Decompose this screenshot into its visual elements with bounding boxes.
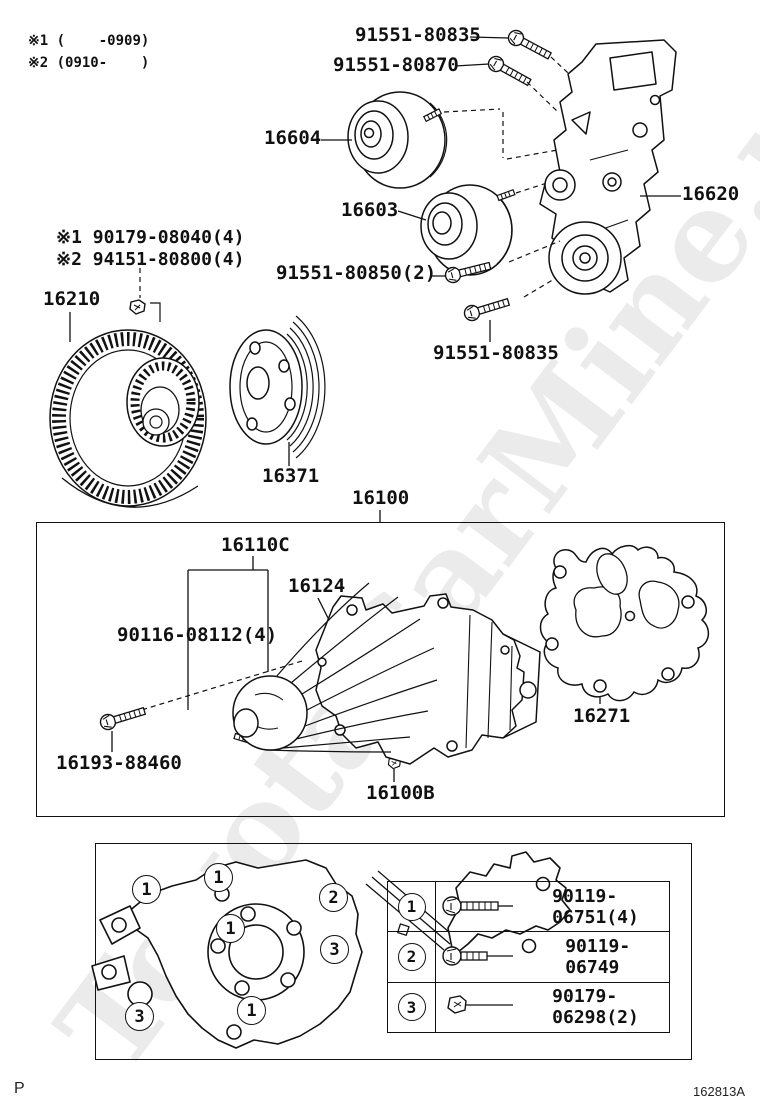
callout-2: 2 (319, 883, 348, 912)
bolt-short-icon (442, 946, 513, 966)
legend-num-1: 1 (397, 892, 426, 921)
legend-part-90179-06298: 90179-06298(2) (552, 986, 639, 1029)
part-label-16100B: 16100B (366, 782, 435, 804)
legend-row-2: 2 90119-06749 (388, 932, 669, 983)
fan-clutch-16210-drawing (49, 312, 207, 508)
flange-nut-icon (447, 995, 513, 1014)
legend-icons (442, 896, 513, 1014)
legend-row-3: 3 90179-06298(2) (388, 982, 669, 1032)
part-label-90116-08112: 90116-08112(4) (117, 624, 278, 646)
part-label-16100: 16100 (352, 487, 410, 509)
callout-3a: 3 (320, 935, 349, 964)
part-label-91551-80835-top: 91551-80835 (355, 24, 481, 46)
legend-part-90119-06749: 90119-06749 (565, 935, 631, 978)
bolt-91551-80850 (430, 240, 561, 285)
bolt-long-icon (442, 896, 513, 916)
part-label-91551-80870: 91551-80870 (333, 54, 459, 76)
part-label-16193-88460: 16193-88460 (56, 752, 182, 774)
part-label-91551-80850: 91551-80850(2) (276, 262, 437, 284)
part-label-94151-80800: ※2 94151-80800(4) (56, 249, 245, 270)
bolt-16193-88460 (97, 703, 148, 733)
legend-num-2: 2 (397, 942, 426, 971)
part-label-91551-80835-lower: 91551-80835 (433, 342, 559, 364)
idler-pulley-16604-drawing (321, 91, 609, 189)
pump-pulley-16371-drawing (229, 315, 326, 466)
legend-num-3: 3 (397, 993, 426, 1022)
bolt-91551-80835-lower (461, 277, 557, 342)
part-label-16271: 16271 (573, 705, 631, 727)
page-code: P (14, 1080, 25, 1097)
part-label-90179-08040: ※1 90179-08040(4) (56, 227, 245, 248)
figure-number: 162813A (693, 1084, 746, 1099)
water-pump-16100-drawing (232, 582, 541, 765)
callout-1a: 1 (132, 875, 161, 904)
legend-row-1: 1 90119-06751(4) (388, 882, 669, 933)
note-date-range-1: ※1 ( -0909) (28, 33, 150, 49)
callout-1d: 1 (237, 996, 266, 1025)
callout-1b: 1 (204, 863, 233, 892)
note-date-range-2: ※2 (0910- ) (28, 55, 150, 71)
nut-90179-94151 (129, 268, 161, 322)
part-label-16603: 16603 (341, 199, 399, 221)
gasket-16271-drawing (539, 544, 710, 702)
callout-3b: 3 (125, 1002, 154, 1031)
part-label-16371: 16371 (262, 465, 320, 487)
water-pump-section-box (36, 522, 725, 817)
fastener-legend-table: 1 90119-06751(4) 2 90119-06749 3 90179-0… (387, 881, 670, 1033)
bolt-91551-80870 (454, 53, 559, 113)
callout-1c: 1 (216, 914, 245, 943)
idler-pulley-16603-drawing (397, 182, 548, 276)
part-label-16604: 16604 (264, 127, 322, 149)
part-label-16210: 16210 (43, 288, 101, 310)
part-label-16110C: 16110C (221, 534, 290, 556)
part-label-16620: 16620 (682, 183, 740, 205)
pump-backplate-drawing (91, 851, 571, 1049)
legend-part-90119-06751: 90119-06751(4) (552, 885, 639, 928)
fastener-location-box (95, 843, 692, 1060)
tensioner-bracket-16620-drawing (539, 39, 681, 295)
part-label-16124: 16124 (288, 575, 346, 597)
